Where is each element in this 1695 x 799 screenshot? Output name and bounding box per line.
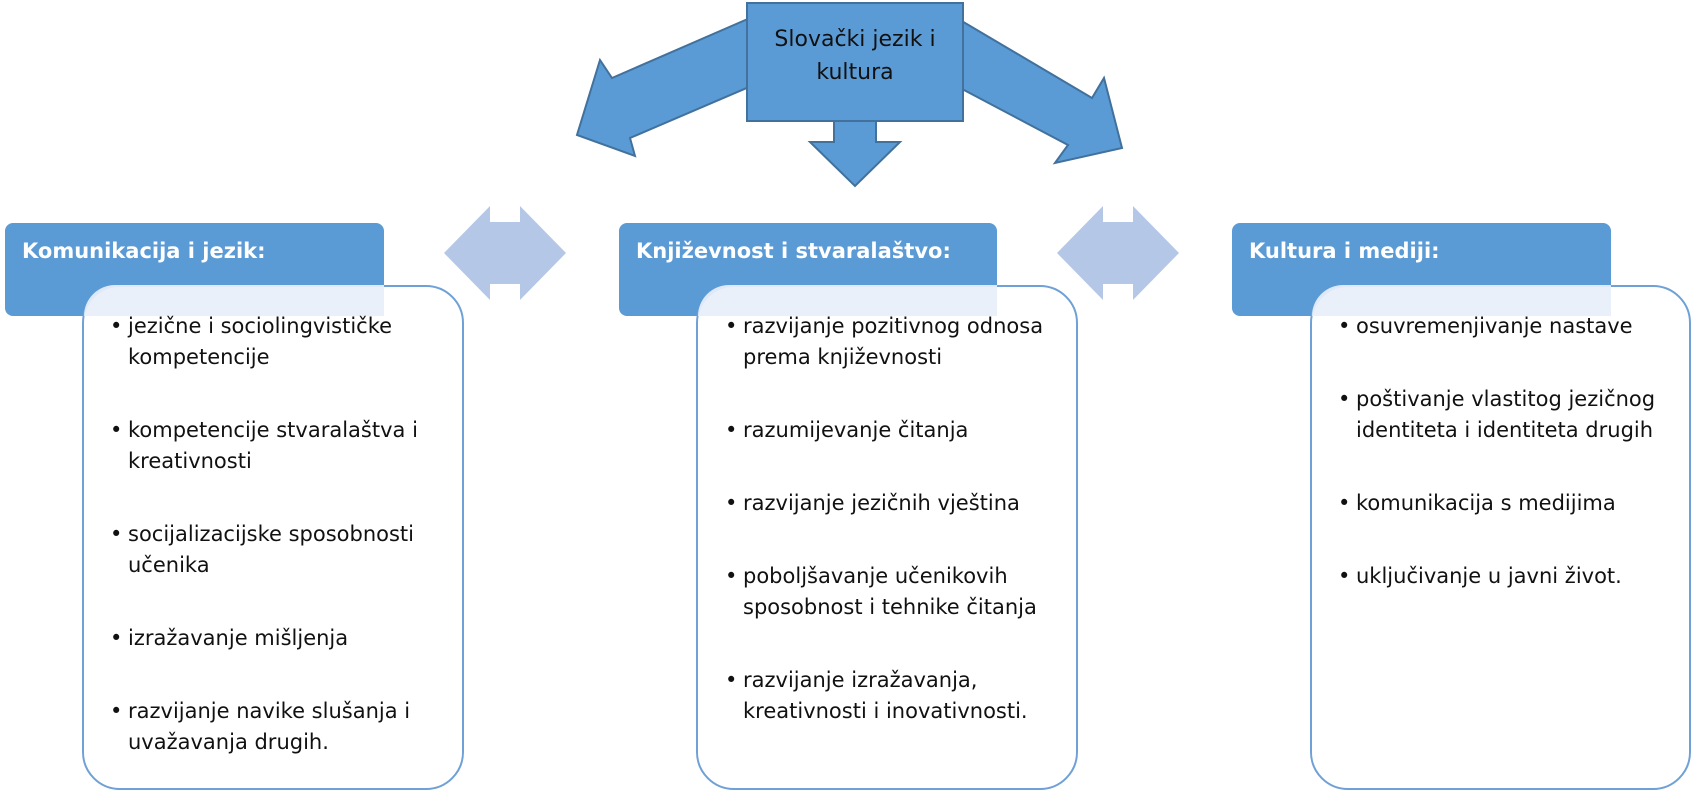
arrow-to-left-panel	[575, 16, 772, 158]
panel-header-kultura: Kultura i mediji:	[1232, 223, 1611, 316]
panel-title: Književnost i stvaralaštvo:	[636, 239, 951, 263]
double-arrow-right	[1057, 206, 1179, 300]
header-overlap	[698, 285, 997, 316]
list-item: •razvijanje pozitivnog odnosa prema knji…	[725, 314, 1044, 369]
list-item: •razvijanje izražavanja, kreativnosti i …	[725, 668, 1028, 723]
header-overlap	[84, 285, 384, 316]
list-item: •izražavanje mišljenja	[110, 626, 349, 650]
list-item: •razvijanje navike slušanja i uvažavanja…	[110, 699, 411, 754]
panel-card-komunikacija	[82, 285, 464, 790]
root-box	[746, 2, 964, 122]
panel-card-knjizevnost	[696, 285, 1078, 790]
list-item: •jezične i sociolingvističke kompetencij…	[110, 314, 393, 369]
list-item: •osuvremenjivanje nastave	[1338, 314, 1633, 338]
panel-list-kultura: •osuvremenjivanje nastave •poštivanje vl…	[1338, 311, 1688, 592]
panel-card-kultura	[1310, 285, 1691, 790]
list-item: •razvijanje jezičnih vještina	[725, 491, 1020, 515]
list-item: •uključivanje u javni život.	[1338, 564, 1622, 588]
double-arrow-left	[444, 206, 566, 300]
list-item: •kompetencije stvaralaštva i kreativnost…	[110, 418, 418, 473]
panel-list-knjizevnost: •razvijanje pozitivnog odnosa prema knji…	[725, 311, 1070, 727]
root-title: Slovački jezik i kultura	[774, 27, 936, 85]
header-overlap	[1312, 285, 1611, 316]
list-item: •poštivanje vlastitog jezičnog identitet…	[1338, 387, 1656, 442]
list-item: •poboljšavanje učenikovih sposobnost i t…	[725, 564, 1037, 619]
arrow-to-right-panel	[943, 18, 1124, 165]
panel-title: Komunikacija i jezik:	[22, 239, 266, 263]
panel-title: Kultura i mediji:	[1249, 239, 1440, 263]
list-item: •razumijevanje čitanja	[725, 418, 969, 442]
list-item: •komunikacija s medijima	[1338, 491, 1616, 515]
panel-list-komunikacija: •jezične i sociolingvističke kompetencij…	[110, 311, 455, 758]
arrow-to-middle-panel	[807, 120, 903, 188]
list-item: •socijalizacijske sposobnosti učenika	[110, 522, 415, 577]
